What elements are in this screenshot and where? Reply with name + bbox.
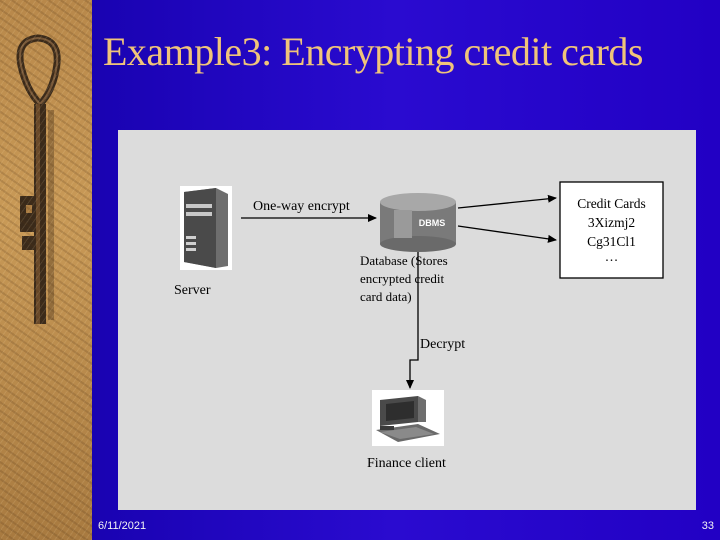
database-icon: DBMS	[380, 193, 456, 252]
one-way-encrypt-label: One-way encrypt	[253, 199, 350, 214]
computer-icon	[372, 390, 444, 446]
diagram-graphics: DBMS	[180, 181, 664, 446]
server-icon	[180, 186, 232, 270]
key-icon	[16, 34, 61, 324]
credit-cards-text: Credit Cards 3Xizmj2 Cg31Cl1 …	[560, 194, 663, 263]
database-label-line: Database (Stores	[360, 253, 448, 268]
server-label: Server	[174, 283, 211, 298]
diagram-panel: DBMS One-way encrypt Server Dat	[118, 130, 696, 510]
footer-date: 6/11/2021	[98, 520, 147, 532]
page-number: 33	[701, 520, 714, 532]
credit-box-line: Cg31Cl1	[587, 234, 636, 249]
credit-box-line: 3Xizmj2	[587, 215, 636, 230]
credit-box-line: …	[604, 249, 619, 264]
page-title: Example3: Encrypting credit cards	[103, 29, 643, 74]
key-image	[0, 0, 92, 540]
database-label: Database (Stores encrypted credit card d…	[360, 252, 448, 306]
db-logo-text: DBMS	[419, 218, 446, 228]
finance-client-label: Finance client	[367, 456, 446, 471]
database-label-line: card data)	[360, 289, 412, 304]
credit-cards-box	[559, 181, 664, 279]
database-label-line: encrypted credit	[360, 271, 445, 286]
credit-box-line: Credit Cards	[577, 196, 646, 211]
decrypt-label: Decrypt	[420, 337, 466, 352]
